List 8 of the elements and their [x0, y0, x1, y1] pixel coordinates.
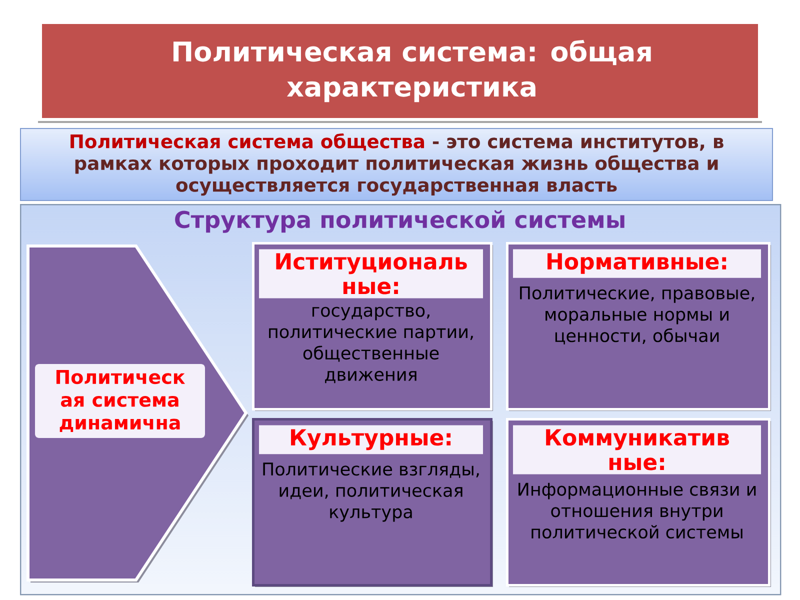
- category-box: Иституциональ ные: государство, политические партии, общественные движения: [252, 242, 493, 411]
- category-box: Коммуникатив ные: Информационные связи и отношения внутри политической системы: [506, 418, 771, 587]
- definition-box: Политическая система общества - это система институтов, в рамках которых проходит политическая жизнь общества и осуществляется государственная власть: [20, 128, 773, 201]
- title-banner: Политическая система: общая характеристика: [38, 24, 762, 123]
- section-heading: Структура политической системы: [175, 210, 624, 233]
- category-box: Культурные: Политические взгляды, идеи, политическая культура: [252, 418, 493, 587]
- chevron-box: Политическ ая система динамична: [26, 244, 249, 582]
- category-box: Нормативные: Политические, правовые, моральные нормы и ценности, обычаи: [506, 242, 771, 411]
